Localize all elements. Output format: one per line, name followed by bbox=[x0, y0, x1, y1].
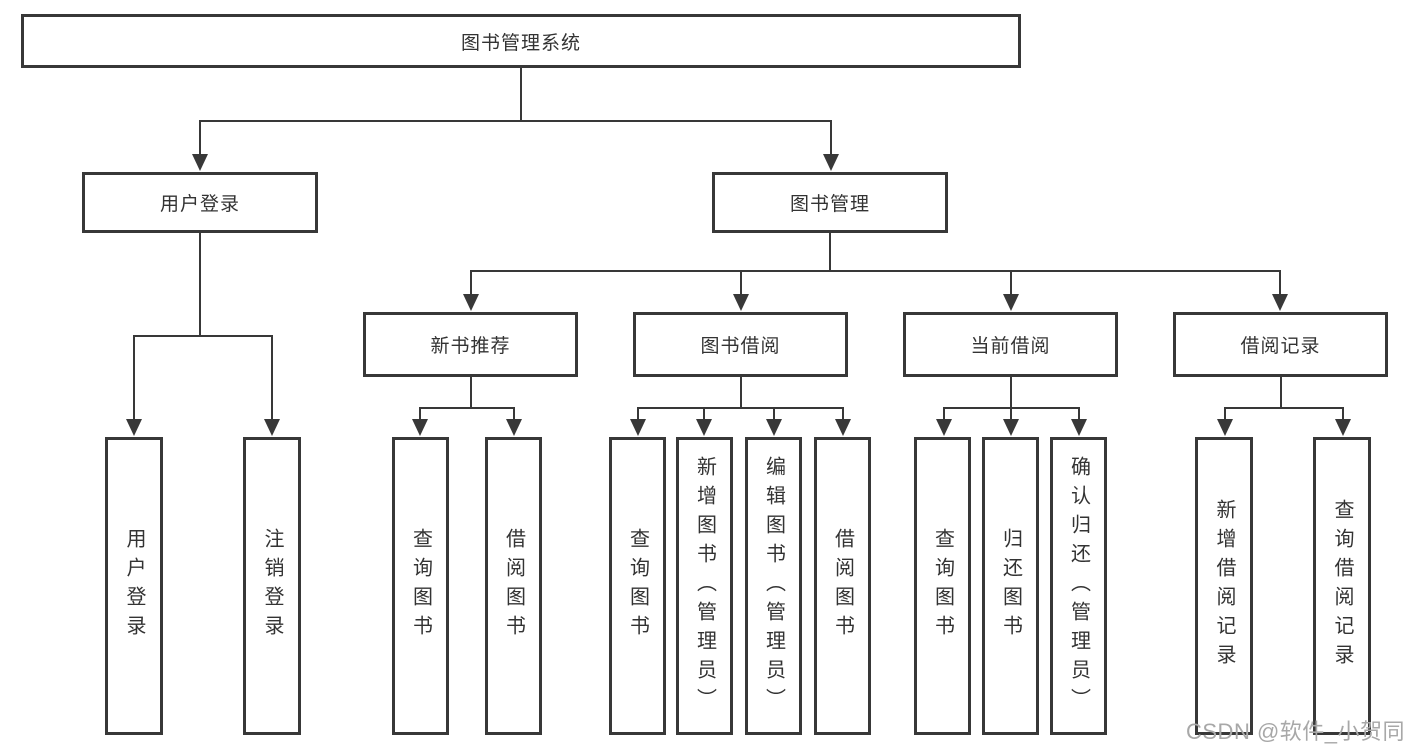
node-book-borrowing: 图书借阅 bbox=[633, 312, 848, 377]
arrowhead-down-icon bbox=[936, 419, 952, 436]
leaf-query-books-3-label: 查询图书 bbox=[931, 528, 954, 644]
leaf-return-books: 归还图书 bbox=[982, 437, 1039, 735]
connector-line bbox=[470, 270, 472, 294]
leaf-query-borrow-record-label: 查询借阅记录 bbox=[1331, 499, 1353, 673]
leaf-borrow-books-1: 借阅图书 bbox=[485, 437, 542, 735]
leaf-query-books-2-label: 查询图书 bbox=[626, 528, 649, 644]
connector-line bbox=[703, 407, 705, 419]
arrowhead-down-icon bbox=[733, 294, 749, 311]
arrowhead-down-icon bbox=[696, 419, 712, 436]
connector-line bbox=[1078, 407, 1080, 419]
arrowhead-down-icon bbox=[264, 419, 280, 436]
arrowhead-down-icon bbox=[1217, 419, 1233, 436]
leaf-logout-label: 注销登录 bbox=[261, 528, 283, 644]
leaf-add-books-admin: 新增图书（管理员） bbox=[676, 437, 733, 735]
connector-line bbox=[1010, 377, 1012, 407]
connector-line bbox=[1280, 377, 1282, 407]
node-new-book-recommend: 新书推荐 bbox=[363, 312, 578, 377]
node-new-book-recommend-label: 新书推荐 bbox=[430, 336, 511, 357]
leaf-borrow-books-1-label: 借阅图书 bbox=[502, 528, 525, 644]
connector-line bbox=[520, 68, 522, 120]
connector-line bbox=[1010, 270, 1012, 294]
connector-line bbox=[1224, 407, 1343, 409]
leaf-query-books-2: 查询图书 bbox=[609, 437, 666, 735]
node-user-login-label: 用户登录 bbox=[159, 194, 240, 215]
connector-line bbox=[1224, 407, 1226, 419]
leaf-query-books-1: 查询图书 bbox=[392, 437, 449, 735]
leaf-query-books-1-label: 查询图书 bbox=[409, 528, 432, 644]
connector-line bbox=[637, 407, 639, 419]
leaf-edit-books-admin: 编辑图书（管理员） bbox=[745, 437, 802, 735]
node-root-label: 图书管理系统 bbox=[460, 32, 581, 54]
arrowhead-down-icon bbox=[463, 294, 479, 311]
arrowhead-down-icon bbox=[1335, 419, 1351, 436]
connector-line bbox=[470, 270, 1281, 272]
node-user-login: 用户登录 bbox=[82, 172, 318, 233]
arrowhead-down-icon bbox=[1003, 419, 1019, 436]
leaf-logout: 注销登录 bbox=[243, 437, 301, 735]
connector-line bbox=[419, 407, 514, 409]
arrowhead-down-icon bbox=[192, 154, 208, 171]
node-current-borrowing-label: 当前借阅 bbox=[970, 336, 1051, 357]
node-root: 图书管理系统 bbox=[21, 14, 1021, 68]
leaf-return-books-label: 归还图书 bbox=[999, 528, 1022, 644]
connector-line bbox=[199, 120, 831, 122]
connector-line bbox=[419, 407, 421, 419]
leaf-add-borrow-record-label: 新增借阅记录 bbox=[1213, 499, 1235, 673]
connector-line bbox=[470, 377, 472, 407]
connector-line bbox=[513, 407, 515, 419]
leaf-user-login-label: 用户登录 bbox=[123, 528, 145, 644]
connector-line bbox=[133, 335, 135, 419]
leaf-user-login: 用户登录 bbox=[105, 437, 163, 735]
connector-line bbox=[842, 407, 844, 419]
arrowhead-down-icon bbox=[1272, 294, 1288, 311]
node-book-management: 图书管理 bbox=[712, 172, 948, 233]
node-book-management-label: 图书管理 bbox=[789, 194, 870, 215]
leaf-edit-books-admin-label: 编辑图书（管理员） bbox=[762, 455, 785, 717]
watermark: CSDN @软件_小贺同学 bbox=[1186, 719, 1405, 744]
arrowhead-down-icon bbox=[630, 419, 646, 436]
connector-line bbox=[637, 407, 844, 409]
node-current-borrowing: 当前借阅 bbox=[903, 312, 1118, 377]
connector-line bbox=[199, 233, 201, 335]
connector-line bbox=[271, 335, 273, 419]
connector-line bbox=[1010, 407, 1012, 419]
connector-line bbox=[773, 407, 775, 419]
leaf-borrow-books-2: 借阅图书 bbox=[814, 437, 871, 735]
connector-line bbox=[740, 270, 742, 294]
arrowhead-down-icon bbox=[1071, 419, 1087, 436]
connector-line bbox=[199, 120, 201, 156]
arrowhead-down-icon bbox=[766, 419, 782, 436]
connector-line bbox=[1279, 270, 1281, 294]
connector-line bbox=[829, 233, 831, 270]
connector-line bbox=[740, 377, 742, 407]
arrowhead-down-icon bbox=[412, 419, 428, 436]
leaf-confirm-return-admin-label: 确认归还（管理员） bbox=[1067, 455, 1090, 717]
arrowhead-down-icon bbox=[835, 419, 851, 436]
leaf-add-borrow-record: 新增借阅记录 bbox=[1195, 437, 1253, 735]
connector-line bbox=[1342, 407, 1344, 419]
leaf-borrow-books-2-label: 借阅图书 bbox=[831, 528, 854, 644]
arrowhead-down-icon bbox=[1003, 294, 1019, 311]
arrowhead-down-icon bbox=[823, 154, 839, 171]
connector-line bbox=[943, 407, 945, 419]
leaf-confirm-return-admin: 确认归还（管理员） bbox=[1050, 437, 1107, 735]
connector-line bbox=[133, 335, 273, 337]
leaf-add-books-admin-label: 新增图书（管理员） bbox=[693, 455, 716, 717]
leaf-query-borrow-record: 查询借阅记录 bbox=[1313, 437, 1371, 735]
arrowhead-down-icon bbox=[506, 419, 522, 436]
leaf-query-books-3: 查询图书 bbox=[914, 437, 971, 735]
arrowhead-down-icon bbox=[126, 419, 142, 436]
node-borrow-records: 借阅记录 bbox=[1173, 312, 1388, 377]
node-borrow-records-label: 借阅记录 bbox=[1240, 336, 1321, 357]
connector-line bbox=[830, 120, 832, 156]
node-book-borrowing-label: 图书借阅 bbox=[700, 336, 781, 357]
